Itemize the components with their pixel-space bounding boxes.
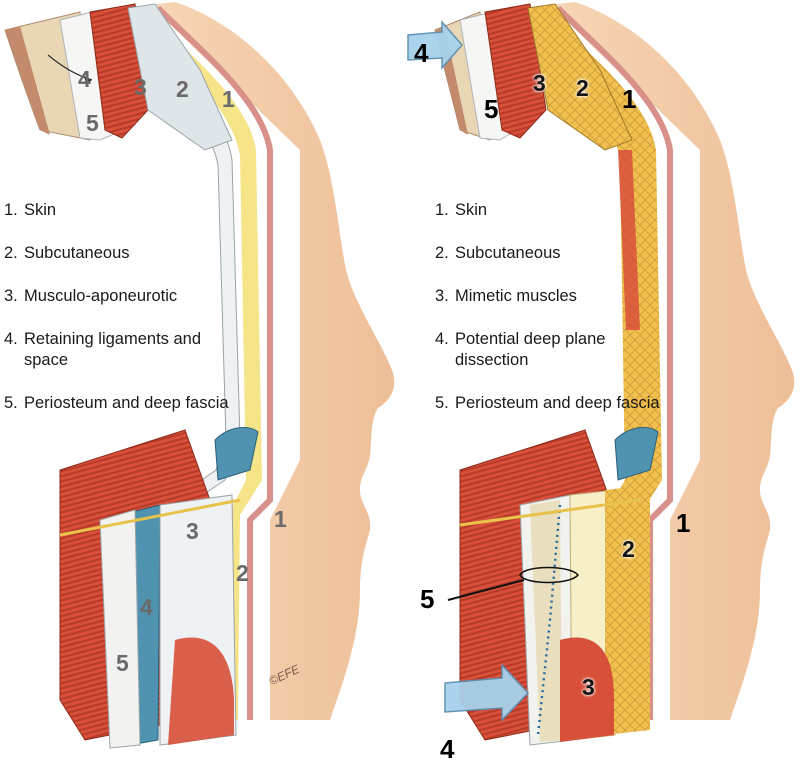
upper-label-ligaments: 4	[78, 66, 91, 92]
lower-label-ligaments: 4	[140, 594, 153, 620]
upper-subcutaneous	[527, 3, 633, 151]
legend-item: 2.Subcutaneous	[4, 244, 130, 262]
face-skin	[550, 2, 795, 720]
upper-label-periosteum: 5	[86, 110, 99, 136]
lower-deep-muscle	[560, 637, 615, 742]
face-cross-section-illustration-right	[407, 2, 795, 746]
lower-label-periosteum: 5	[116, 650, 129, 676]
lower-label-dissection: 4	[440, 734, 455, 764]
legend-item: 5.Periosteum and deep fascia	[435, 394, 660, 412]
legend-right: 1.Skin 2.Subcutaneous 3.Mimetic muscles …	[435, 200, 665, 436]
lower-label-subcutaneous: 2	[236, 560, 249, 586]
upper-label-skin: 1	[222, 86, 235, 112]
panel-left: 1 2 3 4 5 1 2 3 4 5 ©EFE 1.Skin 2.Subcut…	[4, 2, 395, 749]
upper-label-subcutaneous: 2	[176, 76, 189, 102]
upper-blue-pocket	[214, 427, 259, 481]
legend-item: 4.Retaining ligaments and space	[4, 330, 202, 369]
dermis-line	[555, 5, 673, 720]
upper-muscle	[484, 3, 547, 139]
probe-line	[459, 498, 641, 527]
lower-label-skin: 1	[676, 508, 691, 538]
lower-label-muscle: 3	[582, 674, 595, 700]
face-cross-section-illustration-left	[4, 2, 395, 749]
label-5-bracket	[519, 566, 579, 584]
legend-item: 3.Musculo-aponeurotic	[4, 287, 178, 305]
upper-label-subcutaneous: 2	[576, 75, 589, 101]
legend-item: 1.Skin	[4, 201, 57, 219]
lower-label-periosteum: 5	[420, 584, 435, 614]
probe-line	[59, 498, 241, 537]
upper-dissection-arrow	[407, 19, 463, 71]
upper-label-periosteum: 5	[484, 94, 499, 124]
legend-item: 3.Mimetic muscles	[435, 287, 577, 305]
deep-plane-dissection-line	[536, 504, 562, 736]
face-skin	[150, 2, 395, 720]
legend-item: 1.Skin	[435, 201, 488, 219]
dermis-line	[155, 5, 273, 720]
upper-label-skin: 1	[622, 84, 637, 114]
lower-label-skin: 1	[274, 506, 287, 532]
upper-label-muscle: 3	[134, 74, 147, 100]
lower-label-subcutaneous: 2	[622, 536, 635, 562]
lower-white-layer	[99, 509, 141, 749]
legend-item: 2.Subcutaneous	[435, 244, 561, 262]
upper-label-dissection: 4	[414, 38, 429, 68]
upper-blue-pocket	[614, 427, 659, 481]
lower-dissection-arrow	[444, 663, 530, 722]
lower-deep-muscle	[168, 637, 234, 745]
legend-item: 4.Potential deep plane dissection	[435, 330, 606, 369]
upper-label-muscle: 3	[533, 70, 546, 96]
lower-fat-net	[605, 485, 650, 735]
legend-left: 1.Skin 2.Subcutaneous 3.Musculo-aponeuro…	[4, 200, 234, 436]
upper-subcutaneous	[127, 3, 233, 151]
panel-right: 1 2 3 4 5 1 2 3 4 5 1.Skin 2.Subcutaneou…	[400, 0, 800, 764]
legend-item: 5.Periosteum and deep fascia	[4, 394, 229, 412]
mimetic-muscle-strip	[618, 150, 640, 330]
lower-label-muscle: 3	[186, 518, 199, 544]
